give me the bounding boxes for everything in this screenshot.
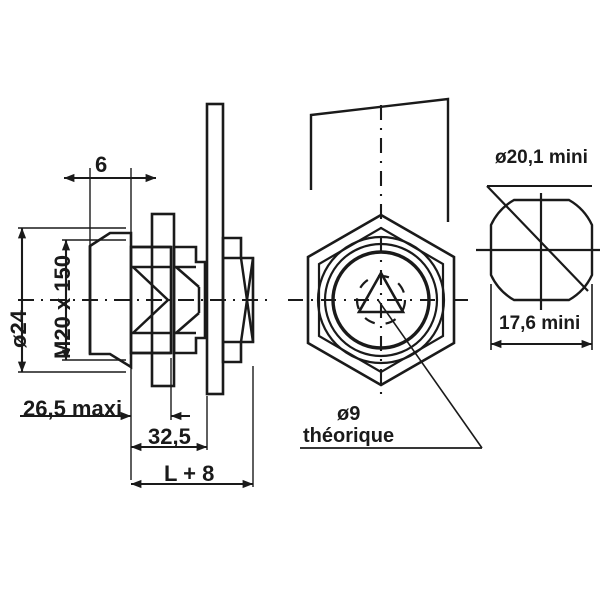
- dim-label-17-6-mini: 17,6 mini: [499, 313, 581, 334]
- leader-line-bore9: [377, 299, 483, 449]
- bore-circle-outer: [316, 235, 446, 365]
- dim-label-l-plus-8: L + 8: [164, 461, 215, 486]
- dim-label-thread-m20: M20 x 150: [50, 255, 75, 359]
- theoretical-circle-9: [355, 274, 407, 326]
- mid-collar-outline: [172, 245, 207, 355]
- mid-collar-hatch-b: [175, 312, 200, 334]
- callout-label-bore-9: ø9: [337, 403, 361, 425]
- dim-label-diameter-20-1-mini: ø20,1 mini: [495, 147, 588, 168]
- dim-label-6: 6: [95, 152, 108, 177]
- right-cutout-view-geometry: [476, 185, 600, 350]
- leader-line-diameter201: [486, 185, 589, 292]
- dim-label-diameter-24: ø24: [6, 310, 31, 348]
- cam-blade-outline: [309, 97, 450, 222]
- hex-nut-chamfer: [317, 226, 445, 374]
- mid-collar-hatch-a: [175, 266, 200, 288]
- left-side-section-geometry: [17, 102, 272, 489]
- triangle-keyway: [356, 270, 406, 314]
- bore-circle-inner: [331, 250, 431, 350]
- rear-hub-hatch-x: [239, 257, 255, 343]
- section-hatch-left: [132, 266, 170, 334]
- dim-label-32-5: 32,5: [148, 424, 191, 449]
- center-front-view-geometry: [288, 97, 483, 449]
- mounting-panel: [205, 102, 225, 396]
- dim-label-26-5-maxi: 26,5 maxi: [23, 396, 123, 421]
- cutout-outline: [489, 198, 594, 302]
- callout-label-theorique: théorique: [303, 425, 395, 447]
- hex-nut-outline: [306, 213, 456, 387]
- bore-circle-mid: [323, 242, 439, 358]
